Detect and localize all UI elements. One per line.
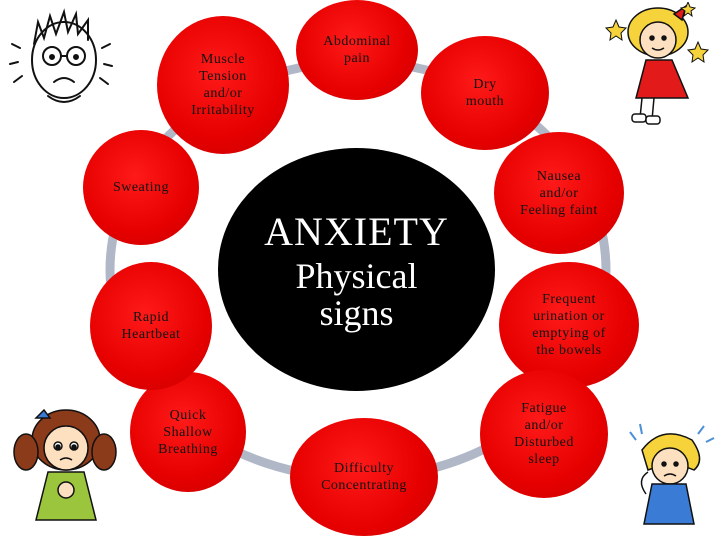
node-difficulty-concentrating: Difficulty Concentrating: [290, 418, 438, 536]
node-rapid-heartbeat: Rapid Heartbeat: [90, 262, 212, 390]
node-label: Sweating: [112, 180, 170, 195]
node-nausea: Nausea and/or Feeling faint: [494, 132, 624, 254]
node-label: Frequent urination or emptying of the bo…: [532, 292, 606, 358]
node-abdominal-pain: Abdominal pain: [296, 0, 418, 100]
node-label: Quick Shallow Breathing: [158, 407, 218, 457]
center-title: ANXIETY: [264, 209, 449, 254]
center-circle: ANXIETY Physical signs: [218, 148, 495, 391]
dizzy-girl-icon: [604, 2, 710, 125]
node-label: Muscle Tension and/or Irritability: [191, 52, 255, 118]
stressed-man-icon: [9, 8, 113, 103]
confused-girl-icon: [629, 423, 715, 525]
node-label: Rapid Heartbeat: [121, 310, 181, 342]
node-quick-breathing: Quick Shallow Breathing: [130, 372, 246, 492]
node-dry-mouth: Dry mouth: [421, 36, 549, 150]
node-label: Difficulty Concentrating: [321, 461, 407, 493]
node-label: Nausea and/or Feeling faint: [520, 168, 598, 218]
node-sweating: Sweating: [83, 130, 199, 245]
worried-girl-icon: [13, 408, 117, 521]
node-label: Abdominal pain: [323, 34, 391, 66]
node-frequent-urination: Frequent urination or emptying of the bo…: [499, 262, 639, 388]
node-label: Fatigue and/or Disturbed sleep: [514, 401, 574, 467]
node-muscle-tension: Muscle Tension and/or Irritability: [157, 16, 289, 154]
center-subtitle: Physical signs: [295, 256, 418, 333]
node-label: Dry mouth: [465, 77, 505, 109]
node-fatigue: Fatigue and/or Disturbed sleep: [480, 370, 608, 498]
